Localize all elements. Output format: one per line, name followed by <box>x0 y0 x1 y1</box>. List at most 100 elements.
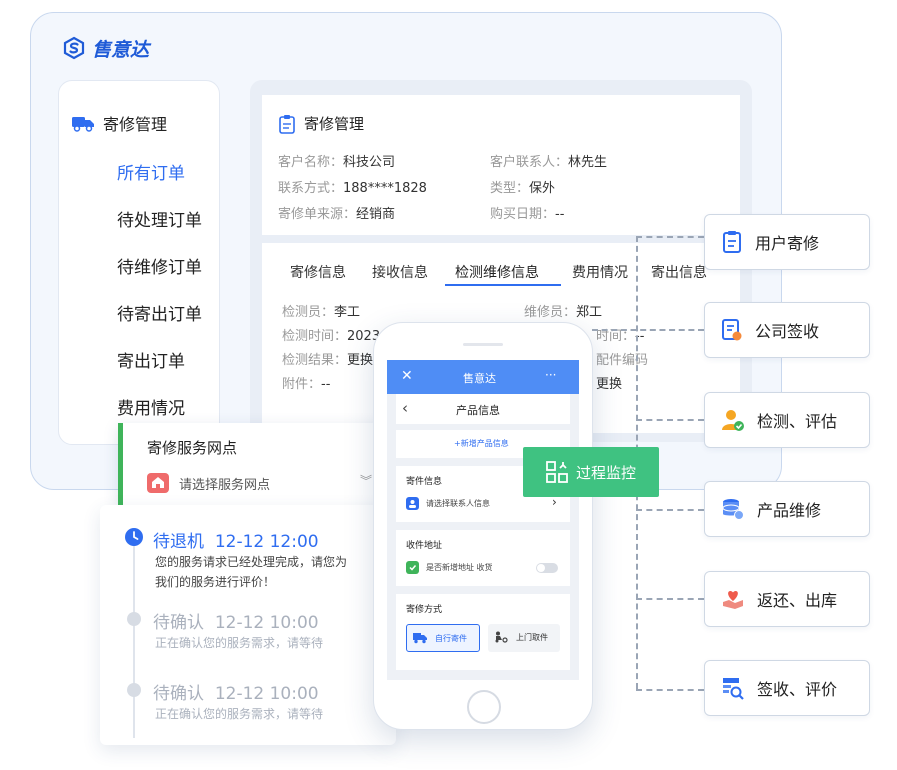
method-pickup[interactable]: 上门取件 <box>488 624 560 652</box>
field-inspect-time: 检测时间：2023 <box>282 329 381 344</box>
timeline-dot-3 <box>127 683 141 697</box>
flow-connector-2 <box>592 329 704 331</box>
field-part-action: 更换 <box>596 377 623 392</box>
monitor-grid-icon <box>546 461 568 483</box>
timeline-item-3-desc: 正在确认您的服务需求，请等待 <box>155 707 324 721</box>
timeline-item-1-desc: 您的服务请求已经处理完成，请您为我们的服务进行评价！ <box>155 555 348 589</box>
truck-icon <box>72 117 94 132</box>
step-user-send: 用户寄修 <box>704 214 870 270</box>
field-phone: 联系方式：188****1828 <box>278 181 427 196</box>
phone-subtitle: 产品信息 <box>456 404 500 417</box>
field-repair-time: 时间：-- <box>596 329 645 344</box>
close-icon[interactable]: ✕ <box>401 368 413 384</box>
brand-name: 售意达 <box>92 38 150 61</box>
phone-subheader: ‹ 产品信息 <box>396 394 570 424</box>
phone-header-bar: ✕ 售意达 ··· <box>387 360 579 394</box>
sidebar-item-pending[interactable]: 待处理订单 <box>117 211 202 231</box>
method-self-send[interactable]: 自行寄件 <box>406 624 480 652</box>
field-contact-person: 客户联系人：林先生 <box>490 155 608 170</box>
field-customer-name: 客户名称：科技公司 <box>278 155 396 170</box>
sidebar-header-label: 寄修管理 <box>103 115 168 134</box>
flow-connector-1 <box>636 236 704 238</box>
timeline-item-2-status: 待确认 12-12 10:00 <box>153 613 319 633</box>
field-part-code: 配件编码 <box>596 353 649 368</box>
method-pickup-label: 上门取件 <box>516 633 548 642</box>
service-point-select[interactable]: 请选择服务网点 <box>147 473 270 493</box>
phone-app-title: 售意达 <box>463 372 496 385</box>
add-product-link[interactable]: +新增产品信息 <box>454 439 509 448</box>
address-toggle[interactable] <box>536 563 558 573</box>
step-company-receive-label: 公司签收 <box>755 322 820 341</box>
timeline-item-3-status: 待确认 12-12 10:00 <box>153 684 319 704</box>
flow-connector-3 <box>636 419 704 421</box>
sidebar-header[interactable]: 寄修管理 <box>71 111 167 135</box>
active-tab-indicator <box>445 284 561 286</box>
step-sign-review-label: 签收、评价 <box>757 680 838 699</box>
document-search-icon <box>723 678 744 700</box>
address-value: 是否新增地址 收货 <box>426 563 493 572</box>
sidebar-item-awaiting-repair[interactable]: 待维修订单 <box>117 258 202 278</box>
step-return-outbound-label: 返还、出库 <box>757 591 838 610</box>
timeline-item-1-status: 待退机 12-12 12:00 <box>153 532 319 552</box>
step-return-outbound: 返还、出库 <box>704 571 870 627</box>
field-type: 类型：保外 <box>490 181 556 196</box>
timeline-active-icon <box>125 528 143 550</box>
user-check-icon <box>722 410 744 431</box>
double-chevron-down-icon[interactable]: ︾ <box>359 474 372 488</box>
process-monitor-badge: 过程监控 <box>523 447 659 497</box>
field-inspect-result: 检测结果：更换 <box>282 353 374 368</box>
service-point-placeholder: 请选择服务网点 <box>179 477 271 493</box>
phone-home-button <box>467 690 501 724</box>
timeline-track <box>133 540 135 738</box>
detail-title-text: 寄修管理 <box>304 115 365 133</box>
phone-speaker <box>463 343 503 346</box>
tab-inspection-info[interactable]: 检测维修信息 <box>455 265 539 281</box>
field-attachment: 附件：-- <box>282 377 331 392</box>
sidebar-item-all-orders[interactable]: 所有订单 <box>117 164 185 184</box>
tab-repair-info[interactable]: 寄修信息 <box>290 265 346 281</box>
sender-label: 寄件信息 <box>406 477 443 487</box>
hand-heart-icon <box>723 591 743 609</box>
detail-title: 寄修管理 <box>278 113 364 134</box>
status-timeline <box>100 505 396 745</box>
step-inspect-evaluate-label: 检测、评估 <box>757 412 838 431</box>
receive-icon <box>406 561 419 574</box>
database-gear-icon <box>722 499 744 520</box>
clipboard-icon <box>279 114 295 134</box>
step-user-send-label: 用户寄修 <box>755 234 820 253</box>
field-purchase-date: 购买日期：-- <box>490 207 565 222</box>
process-monitor-label: 过程监控 <box>575 463 636 482</box>
tab-shipping-info[interactable]: 寄出信息 <box>651 265 707 281</box>
field-source: 寄修单来源：经销商 <box>278 207 396 222</box>
shipping-method-block: 寄修方式 自行寄件 上门取件 <box>396 594 570 670</box>
store-icon <box>147 473 169 493</box>
document-seal-icon <box>722 319 742 341</box>
step-product-repair: 产品维修 <box>704 481 870 537</box>
method-self-label: 自行寄件 <box>435 634 467 643</box>
address-block[interactable]: 收件地址 是否新增地址 收货 <box>396 530 570 586</box>
tab-receive-info[interactable]: 接收信息 <box>372 265 428 281</box>
courier-icon <box>495 631 508 643</box>
sidebar-item-awaiting-shipment[interactable]: 待寄出订单 <box>117 305 202 325</box>
timeline-dot-2 <box>127 612 141 626</box>
truck-small-icon <box>413 633 427 644</box>
step-sign-review: 签收、评价 <box>704 660 870 716</box>
timeline-item-2-desc: 正在确认您的服务需求，请等待 <box>155 636 324 650</box>
sender-value: 请选择联系人信息 <box>426 499 490 508</box>
sidebar-item-fees[interactable]: 费用情况 <box>117 399 185 419</box>
sidebar: 寄修管理 所有订单 待处理订单 待维修订单 待寄出订单 寄出订单 费用情况 <box>58 80 220 445</box>
flow-connector-6 <box>636 689 704 691</box>
field-inspector: 检测员：李工 <box>282 305 361 320</box>
back-icon[interactable]: ‹ <box>402 399 408 417</box>
step-inspect-evaluate: 检测、评估 <box>704 392 870 448</box>
brand-s-icon <box>63 36 85 60</box>
method-label: 寄修方式 <box>406 605 443 615</box>
chevron-right-icon[interactable]: › <box>552 495 557 509</box>
tab-fees[interactable]: 费用情况 <box>572 265 628 281</box>
customer-info-card: 寄修管理 客户名称：科技公司 客户联系人：林先生 联系方式：188****182… <box>262 95 740 235</box>
sidebar-item-shipped[interactable]: 寄出订单 <box>117 352 185 372</box>
contact-icon <box>406 497 419 510</box>
flow-connector-4 <box>636 509 704 511</box>
more-icon[interactable]: ··· <box>545 368 557 382</box>
address-label: 收件地址 <box>406 541 443 551</box>
